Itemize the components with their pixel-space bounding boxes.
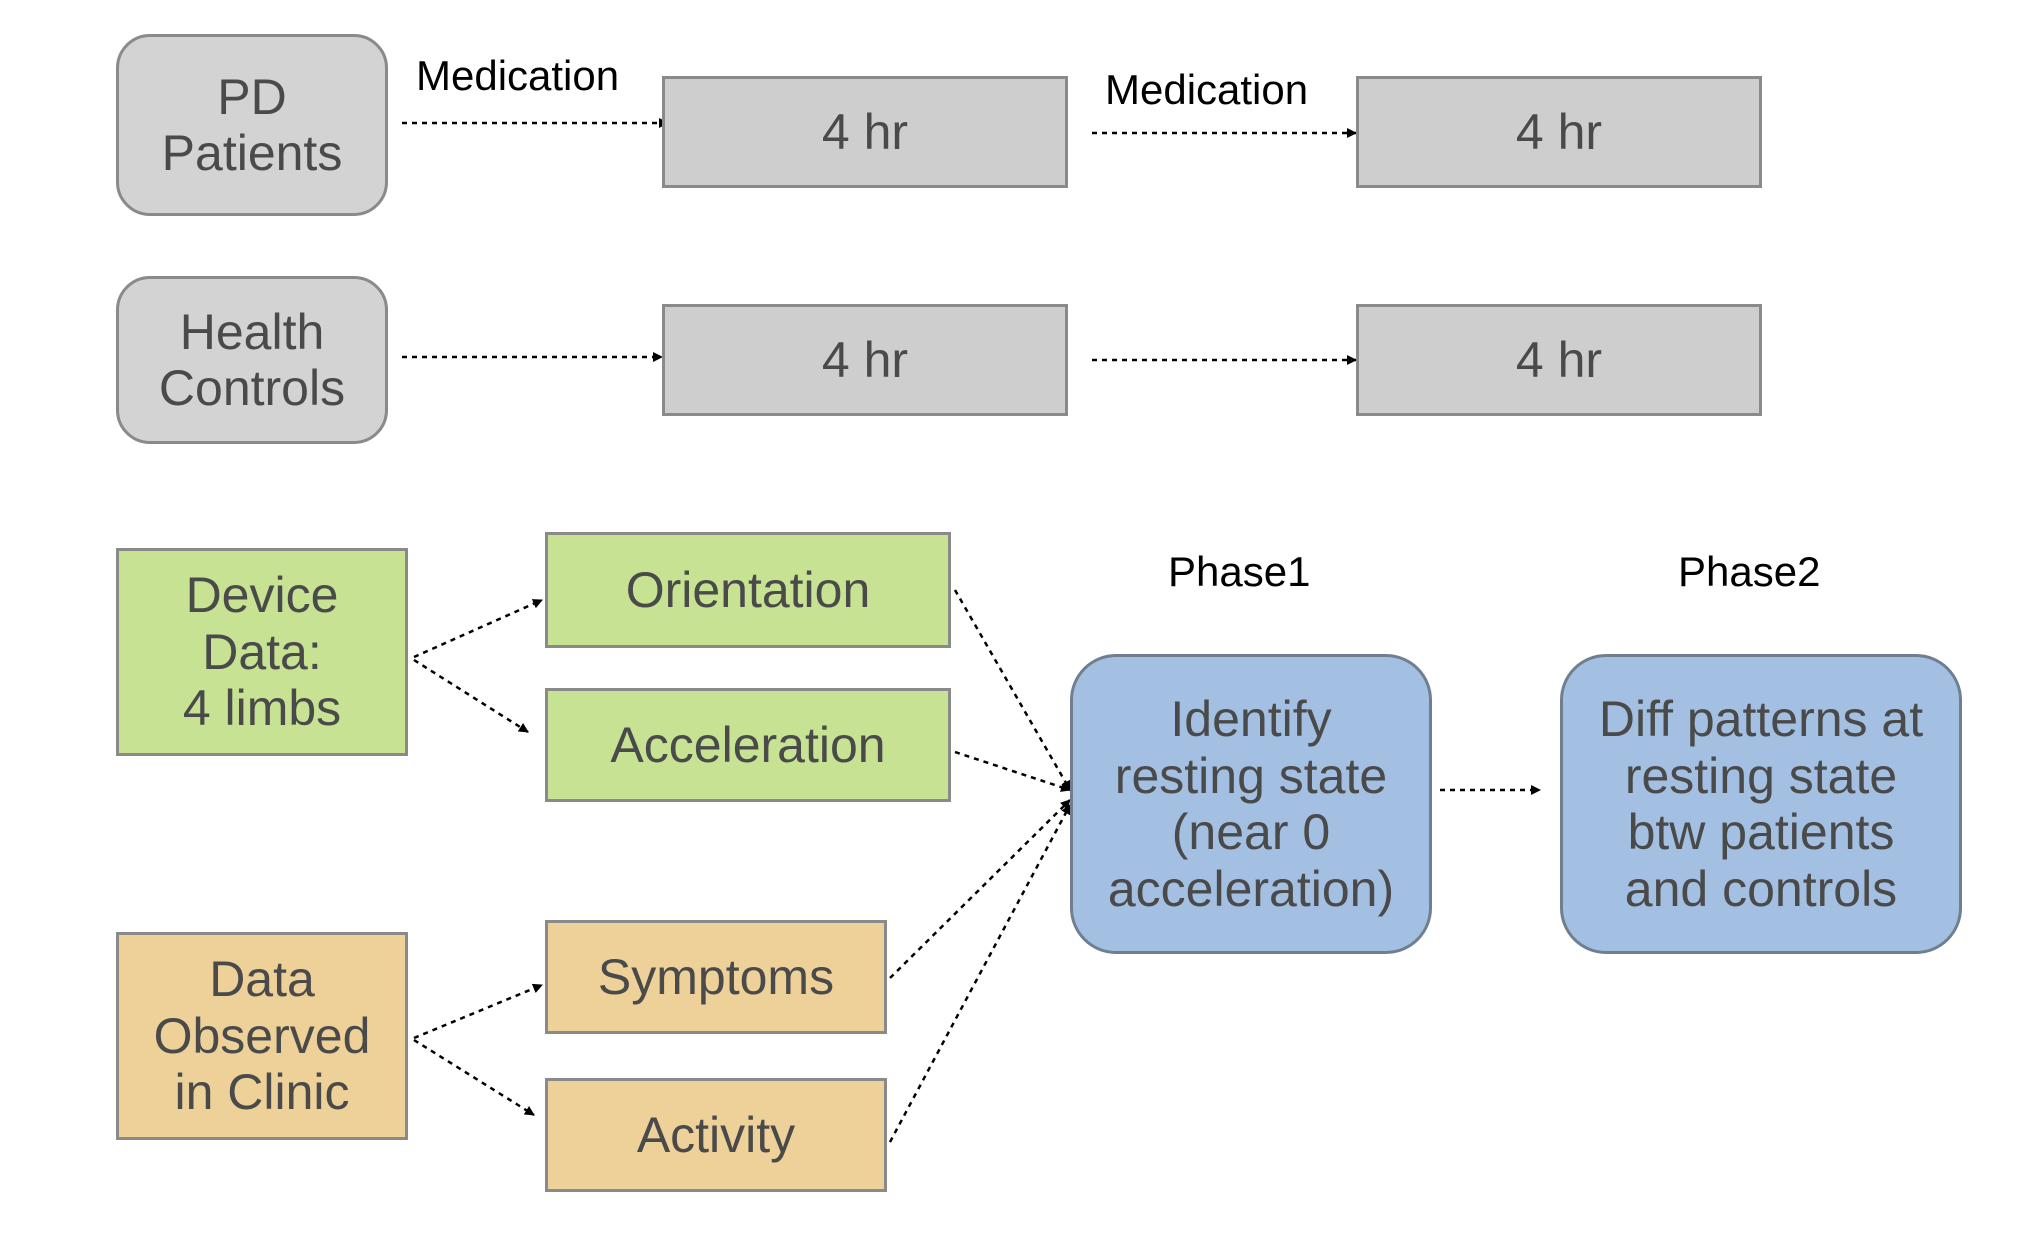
- arrow-orientation-to-phase1: [953, 589, 1072, 791]
- device-data-box: Device Data: 4 limbs: [116, 548, 408, 756]
- phase1-label: Phase1: [1168, 548, 1311, 595]
- arrow-device-to-orientation: [413, 598, 543, 659]
- acceleration-box: Acceleration: [545, 688, 951, 802]
- phase1-box-text: Identify resting state (near 0 accelerat…: [1107, 691, 1395, 917]
- health-controls-label: Health Controls: [158, 303, 346, 417]
- hc-time-block-2-label: 4 hr: [1515, 331, 1603, 388]
- hc-time-block-2: 4 hr: [1356, 304, 1762, 416]
- pd-patients-label: PD Patients: [161, 68, 343, 182]
- arrow-symptoms-to-phase1: [889, 799, 1071, 979]
- pd-time-block-2-label: 4 hr: [1515, 103, 1603, 160]
- pd-time-block-1: 4 hr: [662, 76, 1068, 188]
- health-controls-box: Health Controls: [116, 276, 388, 444]
- phase2-box: Diff patterns at resting state btw patie…: [1560, 654, 1962, 954]
- activity-label: Activity: [636, 1106, 796, 1163]
- medication-label-2: Medication: [1105, 66, 1309, 113]
- clinic-data-box: Data Observed in Clinic: [116, 932, 408, 1140]
- phase2-label: Phase2: [1678, 548, 1821, 595]
- device-data-label: Device Data: 4 limbs: [182, 567, 342, 737]
- orientation-box: Orientation: [545, 532, 951, 648]
- activity-box: Activity: [545, 1078, 887, 1192]
- pd-patients-box: PD Patients: [116, 34, 388, 216]
- arrow-clinic-to-symptoms: [413, 983, 543, 1040]
- acceleration-label: Acceleration: [610, 716, 886, 773]
- hc-time-block-1-label: 4 hr: [821, 331, 909, 388]
- arrow-device-to-acceleration: [413, 658, 529, 734]
- orientation-label: Orientation: [625, 561, 871, 618]
- medication-label-1: Medication: [416, 52, 620, 99]
- phase2-box-text: Diff patterns at resting state btw patie…: [1598, 691, 1924, 917]
- pd-time-block-1-label: 4 hr: [821, 103, 909, 160]
- pd-time-block-2: 4 hr: [1356, 76, 1762, 188]
- symptoms-label: Symptoms: [597, 948, 835, 1005]
- phase1-box: Identify resting state (near 0 accelerat…: [1070, 654, 1432, 954]
- hc-time-block-1: 4 hr: [662, 304, 1068, 416]
- symptoms-box: Symptoms: [545, 920, 887, 1034]
- arrow-activity-to-phase1: [888, 804, 1072, 1143]
- arrow-acceleration-to-phase1: [954, 750, 1071, 792]
- clinic-data-label: Data Observed in Clinic: [153, 951, 371, 1121]
- arrow-clinic-to-activity: [413, 1038, 535, 1117]
